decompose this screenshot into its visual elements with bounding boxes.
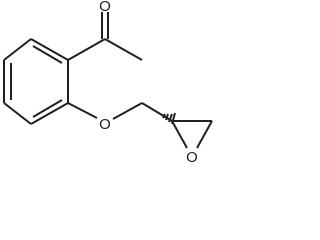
ring-bond-c2-c3 xyxy=(30,102,69,125)
structure-diagram: O O O xyxy=(3,0,213,166)
ring-bond-c5-c6 xyxy=(3,38,32,61)
ring-inner-double-bond-bottom xyxy=(32,99,63,118)
hash-line-2 xyxy=(165,113,169,121)
ether-linkage: O xyxy=(67,102,173,133)
hash-line-3 xyxy=(168,113,173,123)
epoxide-bond-right-c-o xyxy=(196,120,213,149)
bond-ring-to-carbonyl-carbon xyxy=(67,38,106,61)
epoxide-oxygen-label: O xyxy=(186,149,198,166)
carbonyl-oxygen-label: O xyxy=(99,0,111,15)
epoxide-bond-left-c-o xyxy=(171,120,188,149)
acetyl-group: O xyxy=(67,0,143,61)
ring-bond-c3-c4 xyxy=(3,102,32,125)
bond-carbonyl-to-methyl xyxy=(104,38,143,61)
ring-bond-c6-c1 xyxy=(30,38,69,61)
ring-inner-double-bond-top xyxy=(32,45,63,64)
ether-oxygen-label: O xyxy=(99,116,111,133)
benzene-ring xyxy=(3,38,69,125)
hash-line-1 xyxy=(162,113,166,119)
epoxide-ring: O xyxy=(171,120,213,166)
bond-ether-oxygen-to-ch2 xyxy=(112,102,143,120)
bond-ring-to-ether-oxygen xyxy=(67,102,98,119)
